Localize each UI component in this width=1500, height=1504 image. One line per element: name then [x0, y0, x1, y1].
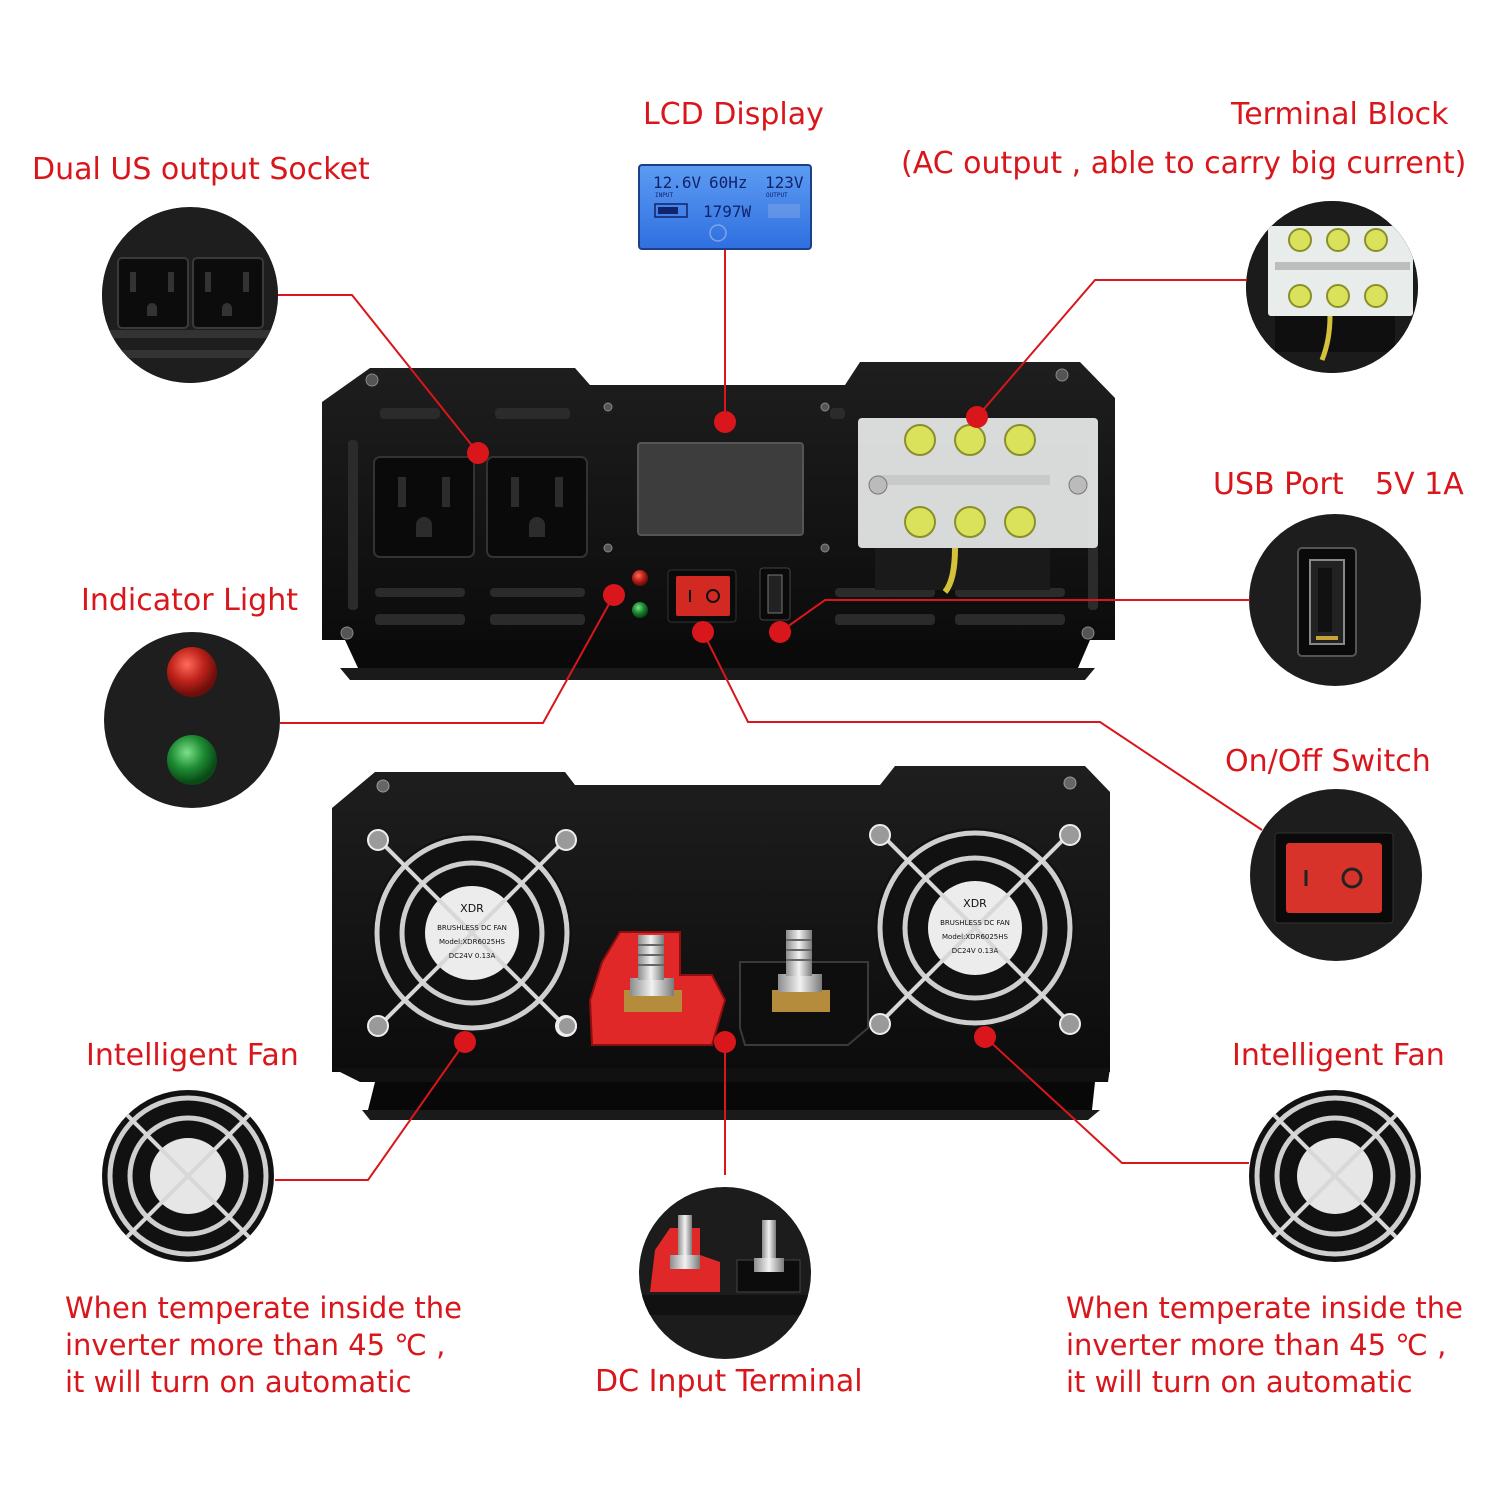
fan-right: XDR BRUSHLESS DC FAN Model:XDR6025HS DC2…: [869, 824, 1081, 1035]
dot-socket: [467, 442, 489, 464]
label-fan-right: Intelligent Fan: [1232, 1038, 1445, 1073]
dc-input-detail: [639, 1187, 811, 1359]
dot-usb: [769, 621, 791, 643]
fan-right-line2: Model:XDR6025HS: [942, 933, 1009, 941]
note-right: When temperate inside the inverter more …: [1066, 1290, 1463, 1401]
dot-dc: [714, 1031, 736, 1053]
indicator-detail: [104, 632, 280, 808]
fan-left-brand: XDR: [460, 902, 484, 915]
fan-left-line1: BRUSHLESS DC FAN: [437, 924, 507, 932]
fan-right-line3: DC24V 0.13A: [952, 947, 999, 955]
dc-terminal-negative: [739, 930, 869, 1046]
rear-panel: XDR BRUSHLESS DC FAN Model:XDR6025HS DC2…: [332, 766, 1110, 1120]
fan-right-line1: BRUSHLESS DC FAN: [940, 919, 1010, 927]
terminal-detail: [1246, 201, 1418, 373]
label-fan-left: Intelligent Fan: [86, 1038, 299, 1073]
dot-terminal: [966, 406, 988, 428]
dot-fan-right: [974, 1026, 996, 1048]
us-socket-right: [486, 456, 588, 558]
note-left-line-1: When temperate inside the: [65, 1291, 462, 1325]
label-dual-socket: Dual US output Socket: [32, 152, 370, 187]
terminal-block: [858, 418, 1098, 594]
lcd-output-tag: OUTPUT: [766, 192, 788, 199]
dot-fan-left: [454, 1031, 476, 1053]
power-switch: [676, 576, 730, 616]
label-usb-port: USB Port: [1213, 467, 1344, 502]
label-dc-input: DC Input Terminal: [595, 1364, 863, 1399]
label-indicator-light: Indicator Light: [81, 583, 298, 618]
note-right-line-2: inverter more than 45 ℃ ,: [1066, 1328, 1447, 1363]
us-socket-left: [373, 456, 475, 558]
label-on-off-switch: On/Off Switch: [1225, 744, 1431, 779]
lcd-input-voltage: 12.6V: [653, 173, 702, 192]
lcd-battery-icon: [654, 203, 688, 218]
socket-detail: [102, 207, 278, 383]
leader-lines: [275, 250, 1263, 1181]
note-left: When temperate inside the inverter more …: [65, 1290, 462, 1401]
fan-right-detail: [1249, 1090, 1421, 1262]
note-right-line-3: it will turn on automatic: [1066, 1365, 1413, 1400]
label-terminal-block: Terminal Block: [1231, 97, 1449, 132]
lcd-detail: 12.6V 60Hz 123V INPUT OUTPUT 1797W: [638, 164, 812, 250]
label-terminal-note: (AC output , able to carry big current): [901, 146, 1467, 181]
lcd-frequency: 60Hz: [709, 173, 748, 192]
fan-left-line2: Model:XDR6025HS: [439, 938, 506, 946]
lcd-output-voltage: 123V: [765, 173, 804, 192]
label-lcd-display: LCD Display: [643, 97, 824, 132]
fan-right-brand: XDR: [963, 897, 987, 910]
note-left-line-3: it will turn on automatic: [65, 1365, 412, 1400]
lcd-input-tag: INPUT: [655, 192, 673, 199]
rear-screws: [376, 776, 1077, 793]
note-right-line-1: When temperate inside the: [1066, 1291, 1463, 1325]
callout-dots: [454, 406, 996, 1053]
usb-detail: [1249, 514, 1421, 686]
front-screws: [340, 368, 1095, 640]
fan-left: XDR BRUSHLESS DC FAN Model:XDR6025HS DC2…: [367, 829, 577, 1037]
lcd-power: 1797W: [703, 202, 752, 221]
lcd-fan-icon: [709, 224, 727, 242]
fan-left-line3: DC24V 0.13A: [449, 952, 496, 960]
fan-left-detail: [102, 1090, 274, 1262]
label-usb-spec: 5V 1A: [1375, 467, 1464, 502]
note-left-line-2: inverter more than 45 ℃ ,: [65, 1328, 446, 1363]
front-panel: [322, 362, 1115, 680]
green-led: [632, 602, 648, 618]
lcd-screen: [637, 442, 804, 536]
dot-indicator: [603, 584, 625, 606]
dot-switch: [692, 621, 714, 643]
dc-terminal-positive: [588, 931, 727, 1046]
switch-detail: [1250, 789, 1422, 961]
red-led: [632, 570, 648, 586]
dot-lcd: [714, 411, 736, 433]
